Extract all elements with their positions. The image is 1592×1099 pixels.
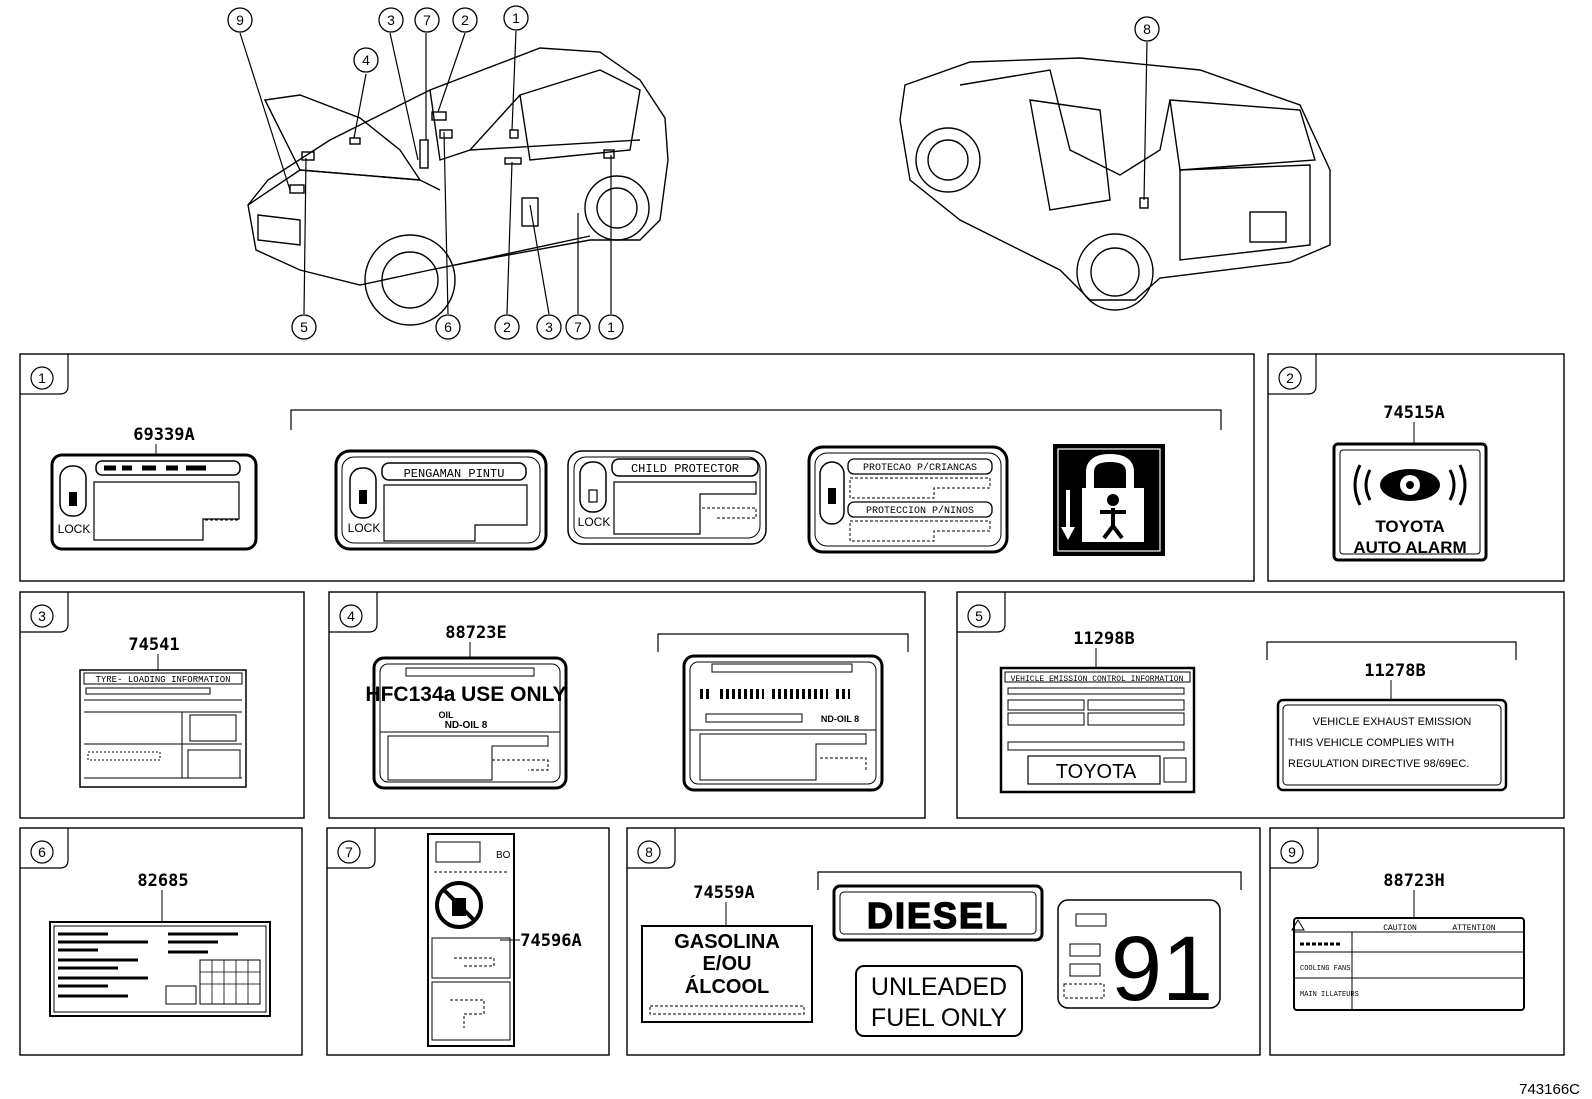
rear-vehicle-illustration [899,57,1331,311]
panel-5: 11298B 11278B VEHICLE EMISSION CONTROL I… [999,629,1517,794]
exhaust-line-1: VEHICLE EXHAUST EMISSION [1313,716,1472,728]
door-lock-label-thai: LOCK [50,453,258,551]
vehicle-callout: 9 [236,12,244,28]
panel-number: 1 [38,370,46,386]
oil-text: OIL [439,710,455,720]
octane-text: 91 [1111,918,1213,1020]
vehicle-callout: 2 [461,12,469,28]
front-vehicle-illustration [247,47,669,326]
panel-4: 88723E HFC134a USE ONLY OIL ND-OIL 8 ND-… [365,623,909,792]
vehicle-callout: 1 [607,319,615,335]
vehicle-callout: 7 [574,319,582,335]
panel-tabs [20,354,1319,869]
door-lock-label-english: CHILD PROTECTOR LOCK [567,450,767,545]
alarm-icon [1353,464,1467,506]
part-number: 88723E [445,623,506,643]
lock-text: LOCK [348,521,381,535]
panel-number: 3 [38,608,46,624]
vehicle-callout: 3 [545,319,553,335]
part-number: 82685 [137,871,188,891]
part-number: 74541 [128,635,179,655]
alarm-line-1: TOYOTA [1375,517,1444,536]
part-number: 11298B [1073,629,1134,649]
panel-8: 74559A GASOLINA E/OU ÁLCOOL DIESEL UNLEA… [641,871,1242,1037]
door-lock-label-indonesian: PENGAMAN PINTU LOCK [334,449,548,551]
tyre-info-title: TYRE- LOADING INFORMATION [95,675,230,685]
vehicle-callout: 3 [387,12,395,28]
lock-text: LOCK [578,515,611,529]
pengaman-pintu-text: PENGAMAN PINTU [404,467,505,481]
child-protector-text: CHILD PROTECTOR [631,462,739,476]
exhaust-line-2: THIS VEHICLE COMPLIES WITH [1288,737,1454,749]
nd-oil-text: ND-OIL 8 [445,720,488,731]
panel-number: 2 [1286,370,1294,386]
panel-number: 7 [345,844,353,860]
vehicle-callout: 7 [423,12,431,28]
panel-1: 69339A LOCK PENGAMAN PINTU LOCK [50,409,1222,556]
vehicle-callout: 4 [362,52,370,68]
part-number: 74596A [520,931,581,951]
diesel-text: DIESEL [867,895,1009,936]
panel-2: 74515A TOYOTA AUTO ALARM [1332,403,1488,562]
vehicle-callout: 1 [512,10,520,26]
part-number: 74559A [693,883,754,903]
panel-number: 5 [975,608,983,624]
door-lock-label-portuguese-spanish: PROTECAO P/CRIANCAS PROTECCION P/NINOS [807,445,1009,554]
attention-text: ATTENTION [1452,924,1495,933]
thai-nd-oil-text: ND-OIL 8 [821,714,859,724]
caution-text: CAUTION [1383,924,1417,933]
child-lock-icon [1053,444,1165,556]
figure-code: 743166C [1519,1081,1580,1098]
vehicle-callout: 5 [300,319,308,335]
hfc-text: HFC134a USE ONLY [365,683,566,706]
label-7-code: BO [496,850,511,861]
part-number: 74515A [1383,403,1444,423]
cooling-fans-text: COOLING FANS [1300,965,1350,973]
unleaded-line-1: UNLEADED [871,973,1007,1001]
gasolina-line-3: ÁLCOOL [685,975,769,998]
panel-number: 8 [645,844,653,860]
main-text: MAIN ILLATEURS [1300,991,1359,999]
panel-number: 4 [347,608,355,624]
panel-6: 82685 [49,871,271,1017]
vehicle-callout: 8 [1143,21,1151,37]
alarm-line-2: AUTO ALARM [1353,538,1466,557]
emission-brand: TOYOTA [1056,761,1137,783]
emission-title: VEHICLE EMISSION CONTROL INFORMATION [1011,675,1184,684]
panel-3: 74541 TYRE- LOADING INFORMATION [79,635,247,788]
unleaded-line-2: FUEL ONLY [871,1004,1007,1032]
lock-text: LOCK [58,522,91,536]
panel-number: 9 [1288,844,1296,860]
protecao-text: PROTECAO P/CRIANCAS [863,462,977,474]
gasolina-line-1: GASOLINA [674,931,780,953]
panel-9: 88723H CAUTION ATTENTION COOLING FANS MA… [1291,871,1525,1011]
part-number: 11278B [1364,661,1425,681]
panel-7: BO 74596A [427,833,582,1047]
panel-number: 6 [38,844,46,860]
vehicle-callout-circles [227,5,1160,340]
exhaust-line-3: REGULATION DIRECTIVE 98/69EC. [1288,758,1469,770]
vehicle-callout: 6 [444,319,452,335]
vehicle-callout: 2 [503,319,511,335]
gasolina-line-2: E/OU [703,953,752,975]
no-fire-icon [435,881,483,929]
proteccion-text: PROTECCION P/NINOS [866,505,974,517]
panel-frames [19,353,1565,1056]
vehicle-callouts [239,30,1148,315]
part-number: 69339A [133,425,194,445]
part-number: 88723H [1383,871,1444,891]
